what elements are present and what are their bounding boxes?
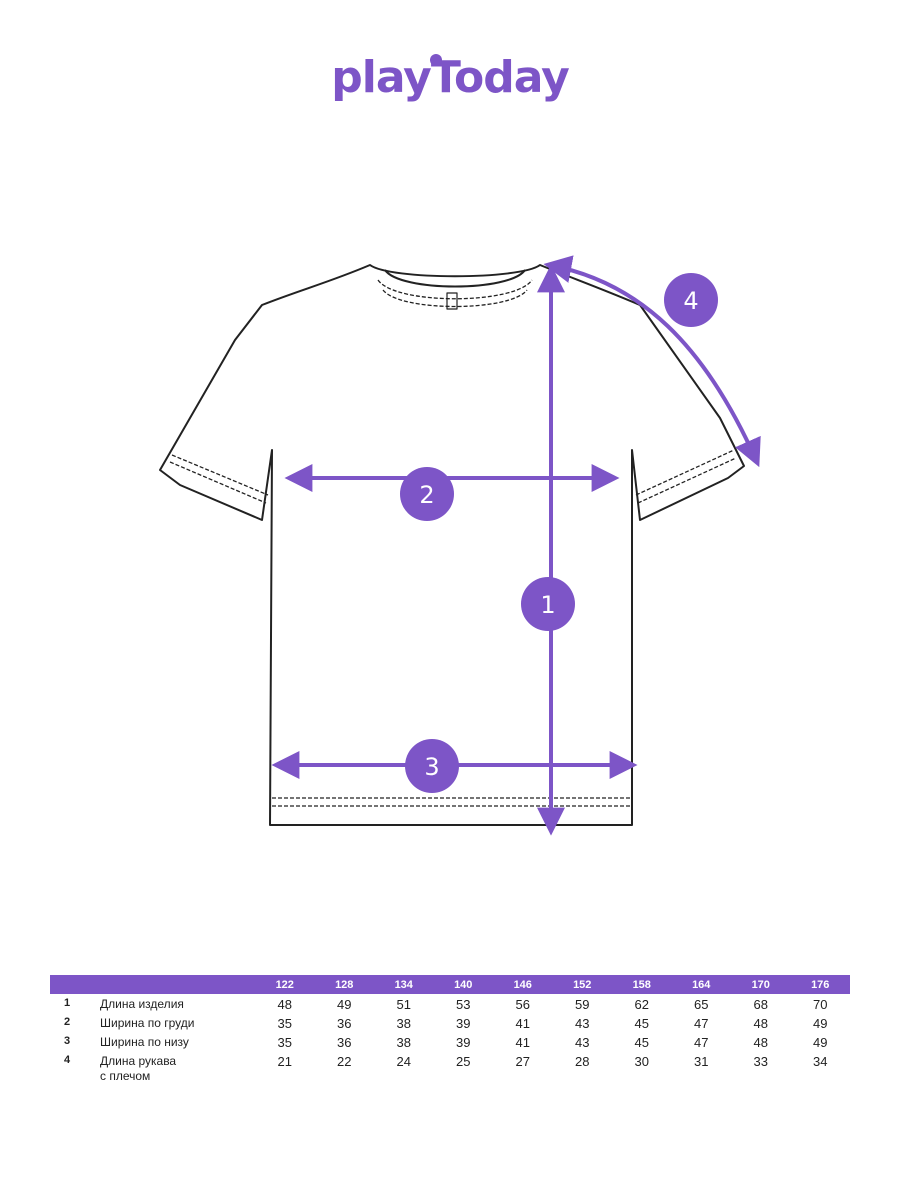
- size-header: 134: [374, 975, 434, 994]
- logo-dot: [430, 54, 442, 66]
- marker-3: 3: [405, 739, 459, 793]
- size-header: 170: [731, 975, 791, 994]
- brand-name: playToday: [331, 52, 570, 103]
- table-cell: 41: [515, 1016, 530, 1031]
- table-cell: 65: [694, 997, 709, 1012]
- table-cell: 49: [813, 1016, 828, 1031]
- table-cell: 34: [813, 1054, 828, 1069]
- table-cell: 33: [753, 1054, 768, 1069]
- size-header-row: 122 128 134 140 146 152 158 164 170 176: [50, 975, 850, 994]
- row-number: 2: [64, 1016, 71, 1028]
- row-label: Ширина по низу: [100, 1035, 189, 1049]
- row-number: 1: [64, 997, 71, 1009]
- table-cell: 35: [277, 1016, 292, 1031]
- table-cell: 56: [515, 997, 530, 1012]
- size-header: 122: [255, 975, 315, 994]
- table-cell: 70: [813, 997, 828, 1012]
- marker-2: 2: [400, 467, 454, 521]
- marker-4: 4: [664, 273, 718, 327]
- table-row: 4 Длина рукава с плечом 21 22 24 25 27 2…: [50, 1054, 850, 1084]
- table-cell: 27: [515, 1054, 530, 1069]
- table-cell: 43: [575, 1035, 590, 1050]
- table-cell: 38: [396, 1035, 411, 1050]
- table-cell: 49: [337, 997, 352, 1012]
- table-cell: 47: [694, 1016, 709, 1031]
- table-cell: 48: [753, 1016, 768, 1031]
- row-label-line: с плечом: [100, 1069, 151, 1083]
- table-cell: 38: [396, 1016, 411, 1031]
- t-shirt-diagram: 1 2 3 4: [159, 255, 761, 836]
- size-table: 122 128 134 140 146 152 158 164 170 176 …: [50, 975, 850, 1084]
- table-cell: 36: [337, 1016, 352, 1031]
- svg-text:2: 2: [419, 481, 434, 509]
- table-cell: 68: [753, 997, 768, 1012]
- table-cell: 30: [634, 1054, 649, 1069]
- svg-text:3: 3: [424, 753, 439, 781]
- table-cell: 36: [337, 1035, 352, 1050]
- row-label: Длина изделия: [100, 997, 184, 1011]
- size-header: 158: [612, 975, 672, 994]
- size-header: 140: [433, 975, 493, 994]
- measure-line-4: [543, 255, 761, 468]
- table-cell: 48: [753, 1035, 768, 1050]
- table-row: 2 Ширина по груди 35 36 38 39 41 43 45 4…: [50, 1016, 850, 1035]
- table-cell: 47: [694, 1035, 709, 1050]
- table-cell: 45: [634, 1035, 649, 1050]
- table-cell: 28: [575, 1054, 590, 1069]
- table-cell: 35: [277, 1035, 292, 1050]
- table-cell: 24: [396, 1054, 411, 1069]
- table-cell: 48: [277, 997, 292, 1012]
- table-row: 1 Длина изделия 48 49 51 53 56 59 62 65 …: [50, 994, 850, 1016]
- size-header: 152: [552, 975, 612, 994]
- svg-text:4: 4: [683, 287, 698, 315]
- row-label: Ширина по груди: [100, 1016, 195, 1030]
- row-label-line: Длина рукава: [100, 1054, 177, 1068]
- table-cell: 62: [634, 997, 649, 1012]
- table-cell: 59: [575, 997, 590, 1012]
- brand-logo: playToday: [0, 52, 900, 103]
- table-cell: 41: [515, 1035, 530, 1050]
- table-cell: 31: [694, 1054, 709, 1069]
- table-cell: 45: [634, 1016, 649, 1031]
- size-header: 146: [493, 975, 553, 994]
- row-number: 3: [64, 1035, 71, 1047]
- row-number: 4: [64, 1054, 71, 1066]
- size-header: 176: [790, 975, 850, 994]
- table-cell: 43: [575, 1016, 590, 1031]
- table-cell: 53: [456, 997, 471, 1012]
- row-label: Длина рукава с плечом: [100, 1054, 255, 1084]
- svg-text:1: 1: [540, 591, 555, 619]
- table-cell: 39: [456, 1016, 471, 1031]
- size-header: 128: [314, 975, 374, 994]
- table-cell: 21: [277, 1054, 292, 1069]
- size-header: 164: [671, 975, 731, 994]
- marker-1: 1: [521, 577, 575, 631]
- table-cell: 39: [456, 1035, 471, 1050]
- table-cell: 25: [456, 1054, 471, 1069]
- table-row: 3 Ширина по низу 35 36 38 39 41 43 45 47…: [50, 1035, 850, 1054]
- table-cell: 22: [337, 1054, 352, 1069]
- table-cell: 49: [813, 1035, 828, 1050]
- table-cell: 51: [396, 997, 411, 1012]
- t-shirt-outline-icon: [159, 264, 745, 826]
